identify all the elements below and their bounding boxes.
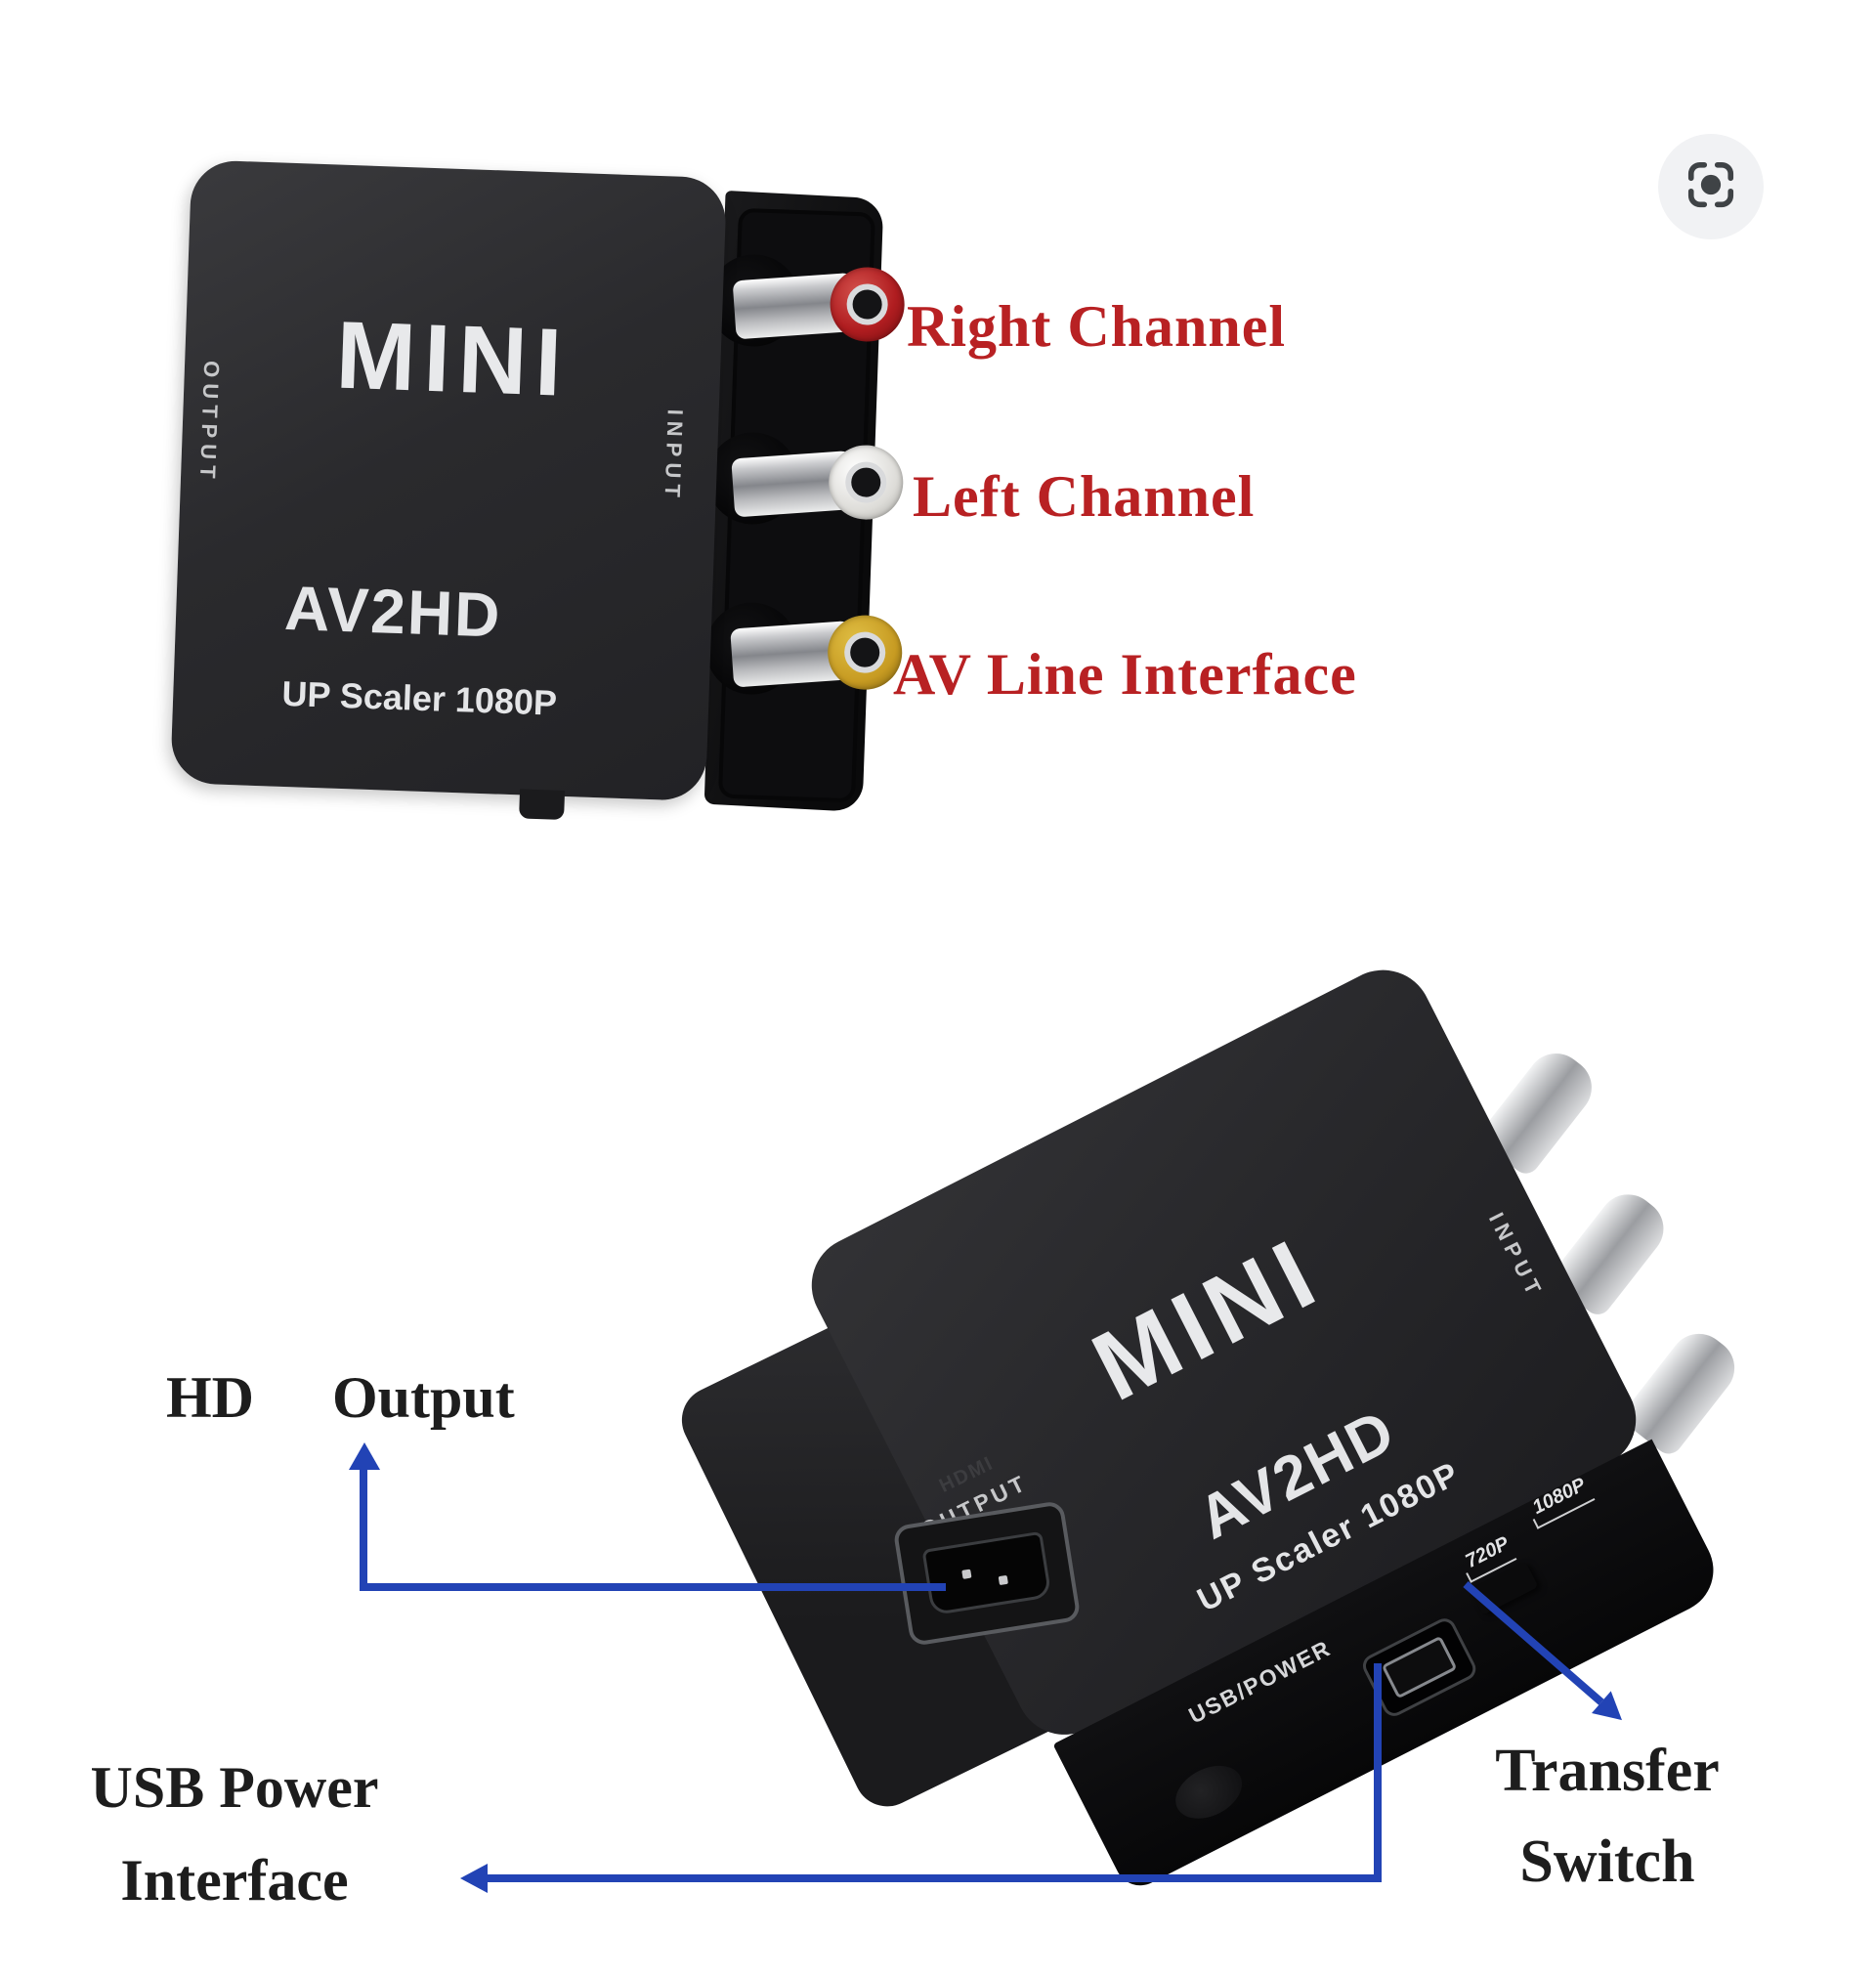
label-output: Output: [332, 1365, 515, 1430]
visual-search-button[interactable]: [1658, 134, 1764, 239]
rubber-foot: [1167, 1755, 1252, 1829]
label-left-channel: Left Channel: [913, 464, 1256, 529]
input-side-label: INPUT: [660, 408, 688, 504]
hd-output-arrowhead: [349, 1442, 380, 1470]
hdmi-opening: [921, 1530, 1052, 1616]
label-transfer: Transfer: [1495, 1738, 1720, 1804]
res-720p-print: 720P: [1462, 1532, 1514, 1573]
bottom-nub: [519, 789, 566, 820]
rca-hole: [844, 460, 887, 504]
brand-logo: MINI: [334, 300, 572, 416]
output-side-label: OUTPUT: [194, 360, 225, 485]
rca-jack-white: [731, 439, 906, 529]
rca-jack-yellow: [730, 609, 905, 699]
lens-search-icon: [1684, 158, 1737, 216]
label-right-channel: Right Channel: [907, 294, 1287, 359]
hdmi-pin: [961, 1569, 972, 1579]
usb-arrowhead: [460, 1864, 488, 1893]
hdmi-pin: [998, 1574, 1008, 1586]
rca-hole: [845, 282, 889, 326]
rca-jack-red: [732, 261, 907, 351]
label-usb-power: USB Power: [90, 1755, 379, 1820]
rca-jack-back-3: [1618, 1321, 1747, 1460]
label-hd-output: HD Output: [166, 1364, 515, 1432]
mini-usb-slot: [1381, 1635, 1458, 1699]
label-av-line-interface: AV Line Interface: [893, 642, 1357, 707]
label-usb-power-interface: USB Power Interface: [59, 1742, 410, 1927]
usb-arrow-vertical: [1374, 1663, 1382, 1880]
model-name: AV2HD: [283, 572, 503, 651]
hd-output-arrow-horizontal: [360, 1583, 946, 1591]
label-hd: HD: [166, 1365, 254, 1430]
label-transfer-switch: Transfer Switch: [1446, 1726, 1769, 1908]
label-interface: Interface: [120, 1847, 349, 1913]
rca-hole: [843, 630, 886, 674]
usb-arrow-horizontal: [487, 1874, 1382, 1882]
converter-front-view: MINI OUTPUT INPUT AV2HD UP Scaler 1080P: [131, 102, 1045, 884]
converter-front-face: MINI OUTPUT INPUT AV2HD UP Scaler 1080P: [170, 159, 728, 820]
hd-output-arrow-vertical: [360, 1466, 367, 1589]
model-subtitle: UP Scaler 1080P: [280, 672, 558, 723]
label-switch: Switch: [1519, 1828, 1695, 1895]
